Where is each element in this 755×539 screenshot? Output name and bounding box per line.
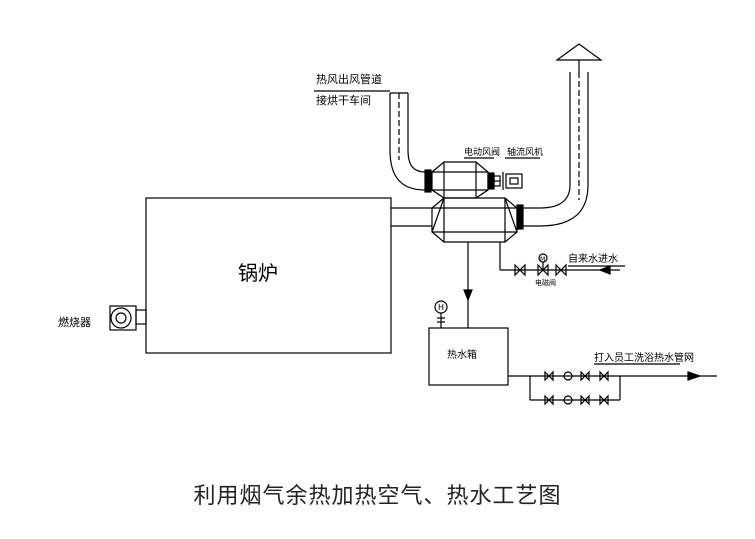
check-valve-icon (514, 263, 526, 277)
axial-fan-label: 轴流风机 (507, 146, 543, 158)
hot-water-network-label: 打入员工洗浴热水管网 (594, 351, 694, 364)
diagram-title: 利用烟气余热加热空气、热水工艺图 (193, 484, 562, 509)
hot-water-tank (428, 327, 509, 386)
hot-water-tank-label: 热水箱 (447, 348, 477, 361)
burner-icon (109, 305, 147, 331)
air-heater (431, 161, 489, 199)
fan-icon (502, 172, 523, 190)
gate-valve-icon (555, 263, 567, 277)
boiler-label: 锅炉 (238, 261, 278, 285)
motor-valve-icon (487, 172, 501, 190)
electric-damper-label: 电动风阀 (464, 146, 500, 158)
valve-symbol-label: M (540, 256, 545, 263)
hot-air-line1-label: 热风出风管道 (316, 72, 382, 86)
burner-label: 燃烧器 (58, 315, 91, 329)
chimney-cap-icon (555, 43, 603, 72)
exhaust-duct (516, 72, 589, 230)
network-pipe (508, 371, 717, 401)
hot-air-duct (389, 92, 432, 193)
pump-icon (544, 370, 609, 406)
boiler-box (145, 197, 392, 354)
tap-water-label: 自来水进水 (568, 252, 618, 265)
solenoid-valve-icon (537, 253, 549, 277)
gauge-symbol-label: H (438, 303, 444, 312)
hot-water-pipe (463, 242, 473, 328)
gauge-icon (434, 300, 448, 328)
heat-exchanger (431, 197, 518, 243)
hot-air-line2-label: 接烘干车间 (316, 93, 371, 107)
flue-duct (391, 207, 432, 227)
solenoid-valve-label: 电磁阀 (535, 278, 556, 287)
